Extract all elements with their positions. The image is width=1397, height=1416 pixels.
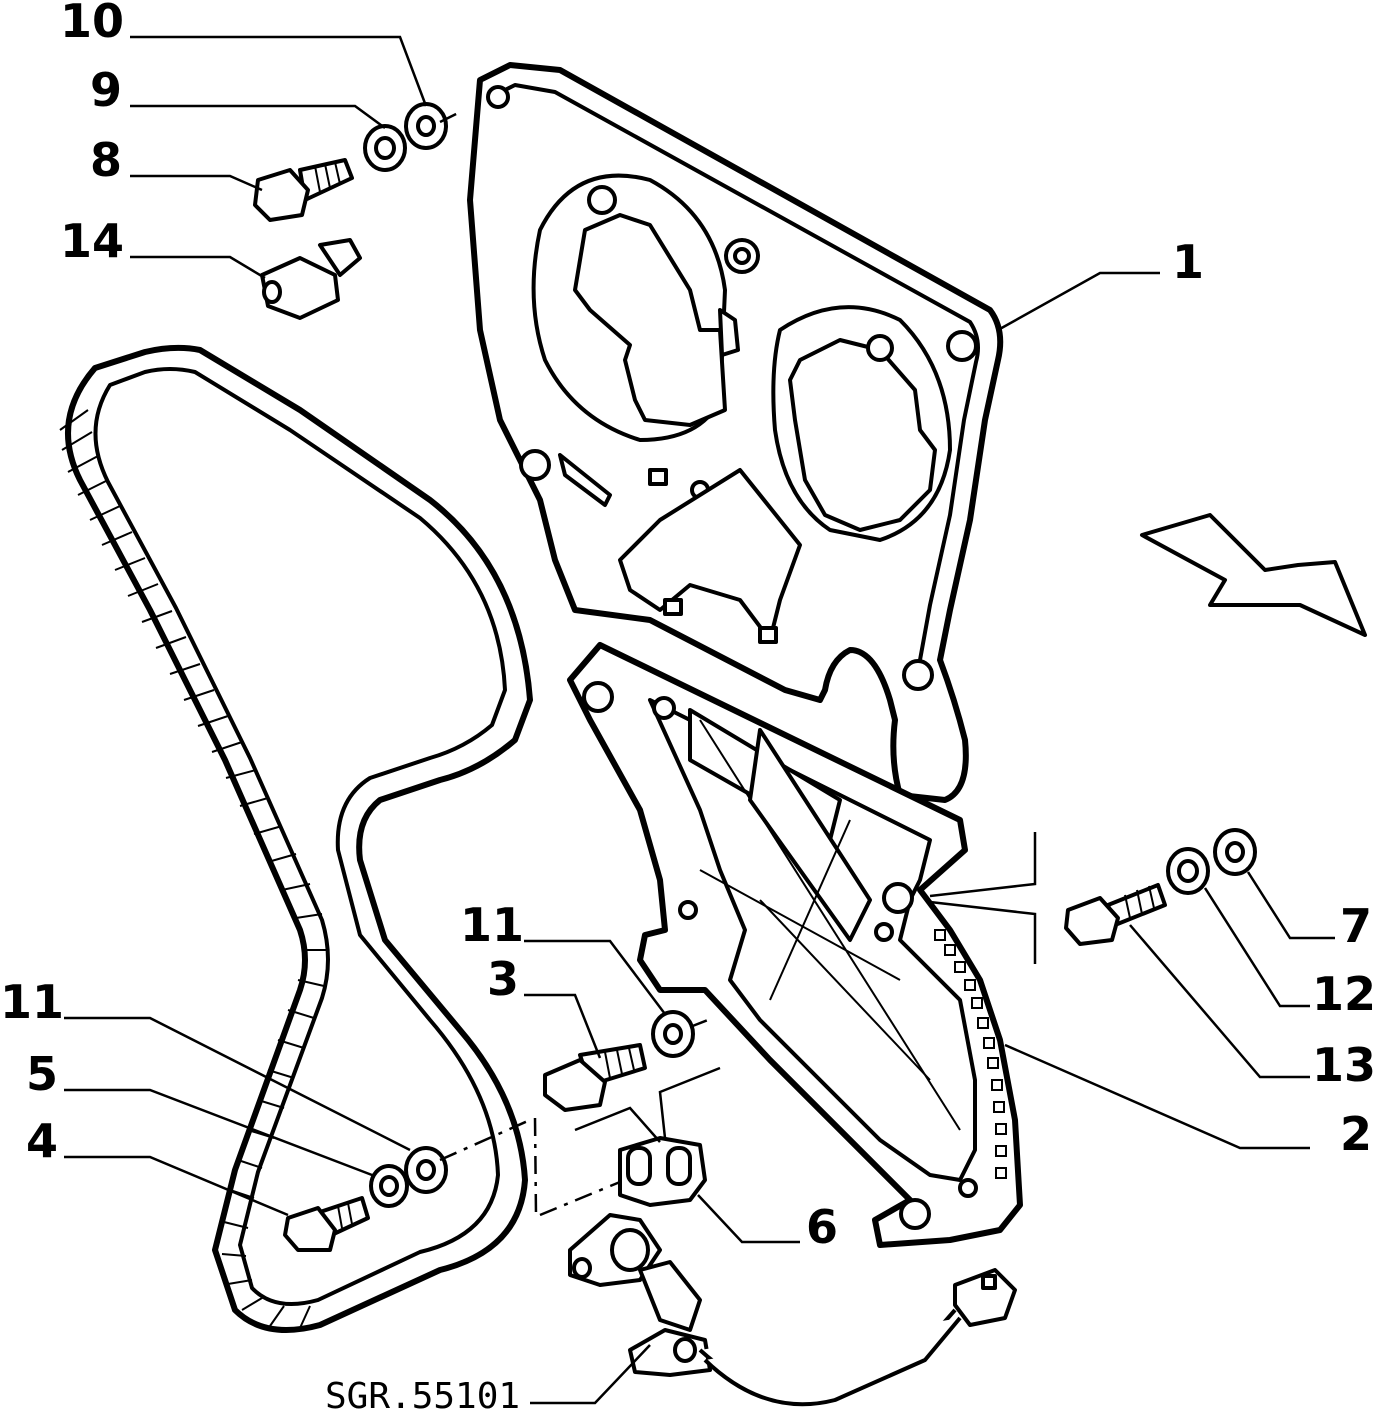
leader-lines	[64, 35, 1335, 1405]
callout-11-middle: 11	[460, 898, 524, 952]
callout-4: 4	[26, 1114, 58, 1168]
timing-belt	[59, 344, 533, 1333]
stud-14	[260, 238, 362, 320]
bolt-4	[283, 1196, 370, 1252]
lower-timing-cover	[567, 642, 1023, 1248]
washer-9	[363, 124, 407, 172]
callout-5: 5	[26, 1047, 58, 1101]
sensor-bracket-6	[618, 1136, 707, 1207]
washer-7	[1213, 828, 1257, 876]
callout-2: 2	[1340, 1107, 1372, 1161]
upper-timing-cover	[467, 62, 1004, 803]
callout-7: 7	[1340, 899, 1372, 953]
sensor-body	[568, 1213, 1017, 1407]
callout-12: 12	[1312, 967, 1376, 1021]
callout-8: 8	[90, 133, 122, 187]
callout-6: 6	[806, 1200, 838, 1254]
washer-10	[404, 102, 448, 150]
bolt-13	[1064, 883, 1167, 946]
callout-3: 3	[487, 952, 519, 1006]
callout-10: 10	[60, 0, 124, 48]
washer-5	[369, 1164, 409, 1208]
washer-11-middle	[651, 1010, 695, 1058]
bolt-8	[253, 158, 354, 222]
callout-1: 1	[1172, 235, 1204, 289]
callout-13: 13	[1312, 1038, 1376, 1092]
washer-12	[1166, 847, 1210, 895]
callout-14: 14	[60, 214, 124, 268]
callout-9: 9	[90, 63, 122, 117]
bolt-3	[543, 1043, 647, 1112]
washer-11-left	[404, 1146, 448, 1194]
callout-11-left: 11	[0, 975, 64, 1029]
direction-arrow	[1140, 513, 1367, 637]
drawing-code: SGR.55101	[325, 1376, 520, 1411]
